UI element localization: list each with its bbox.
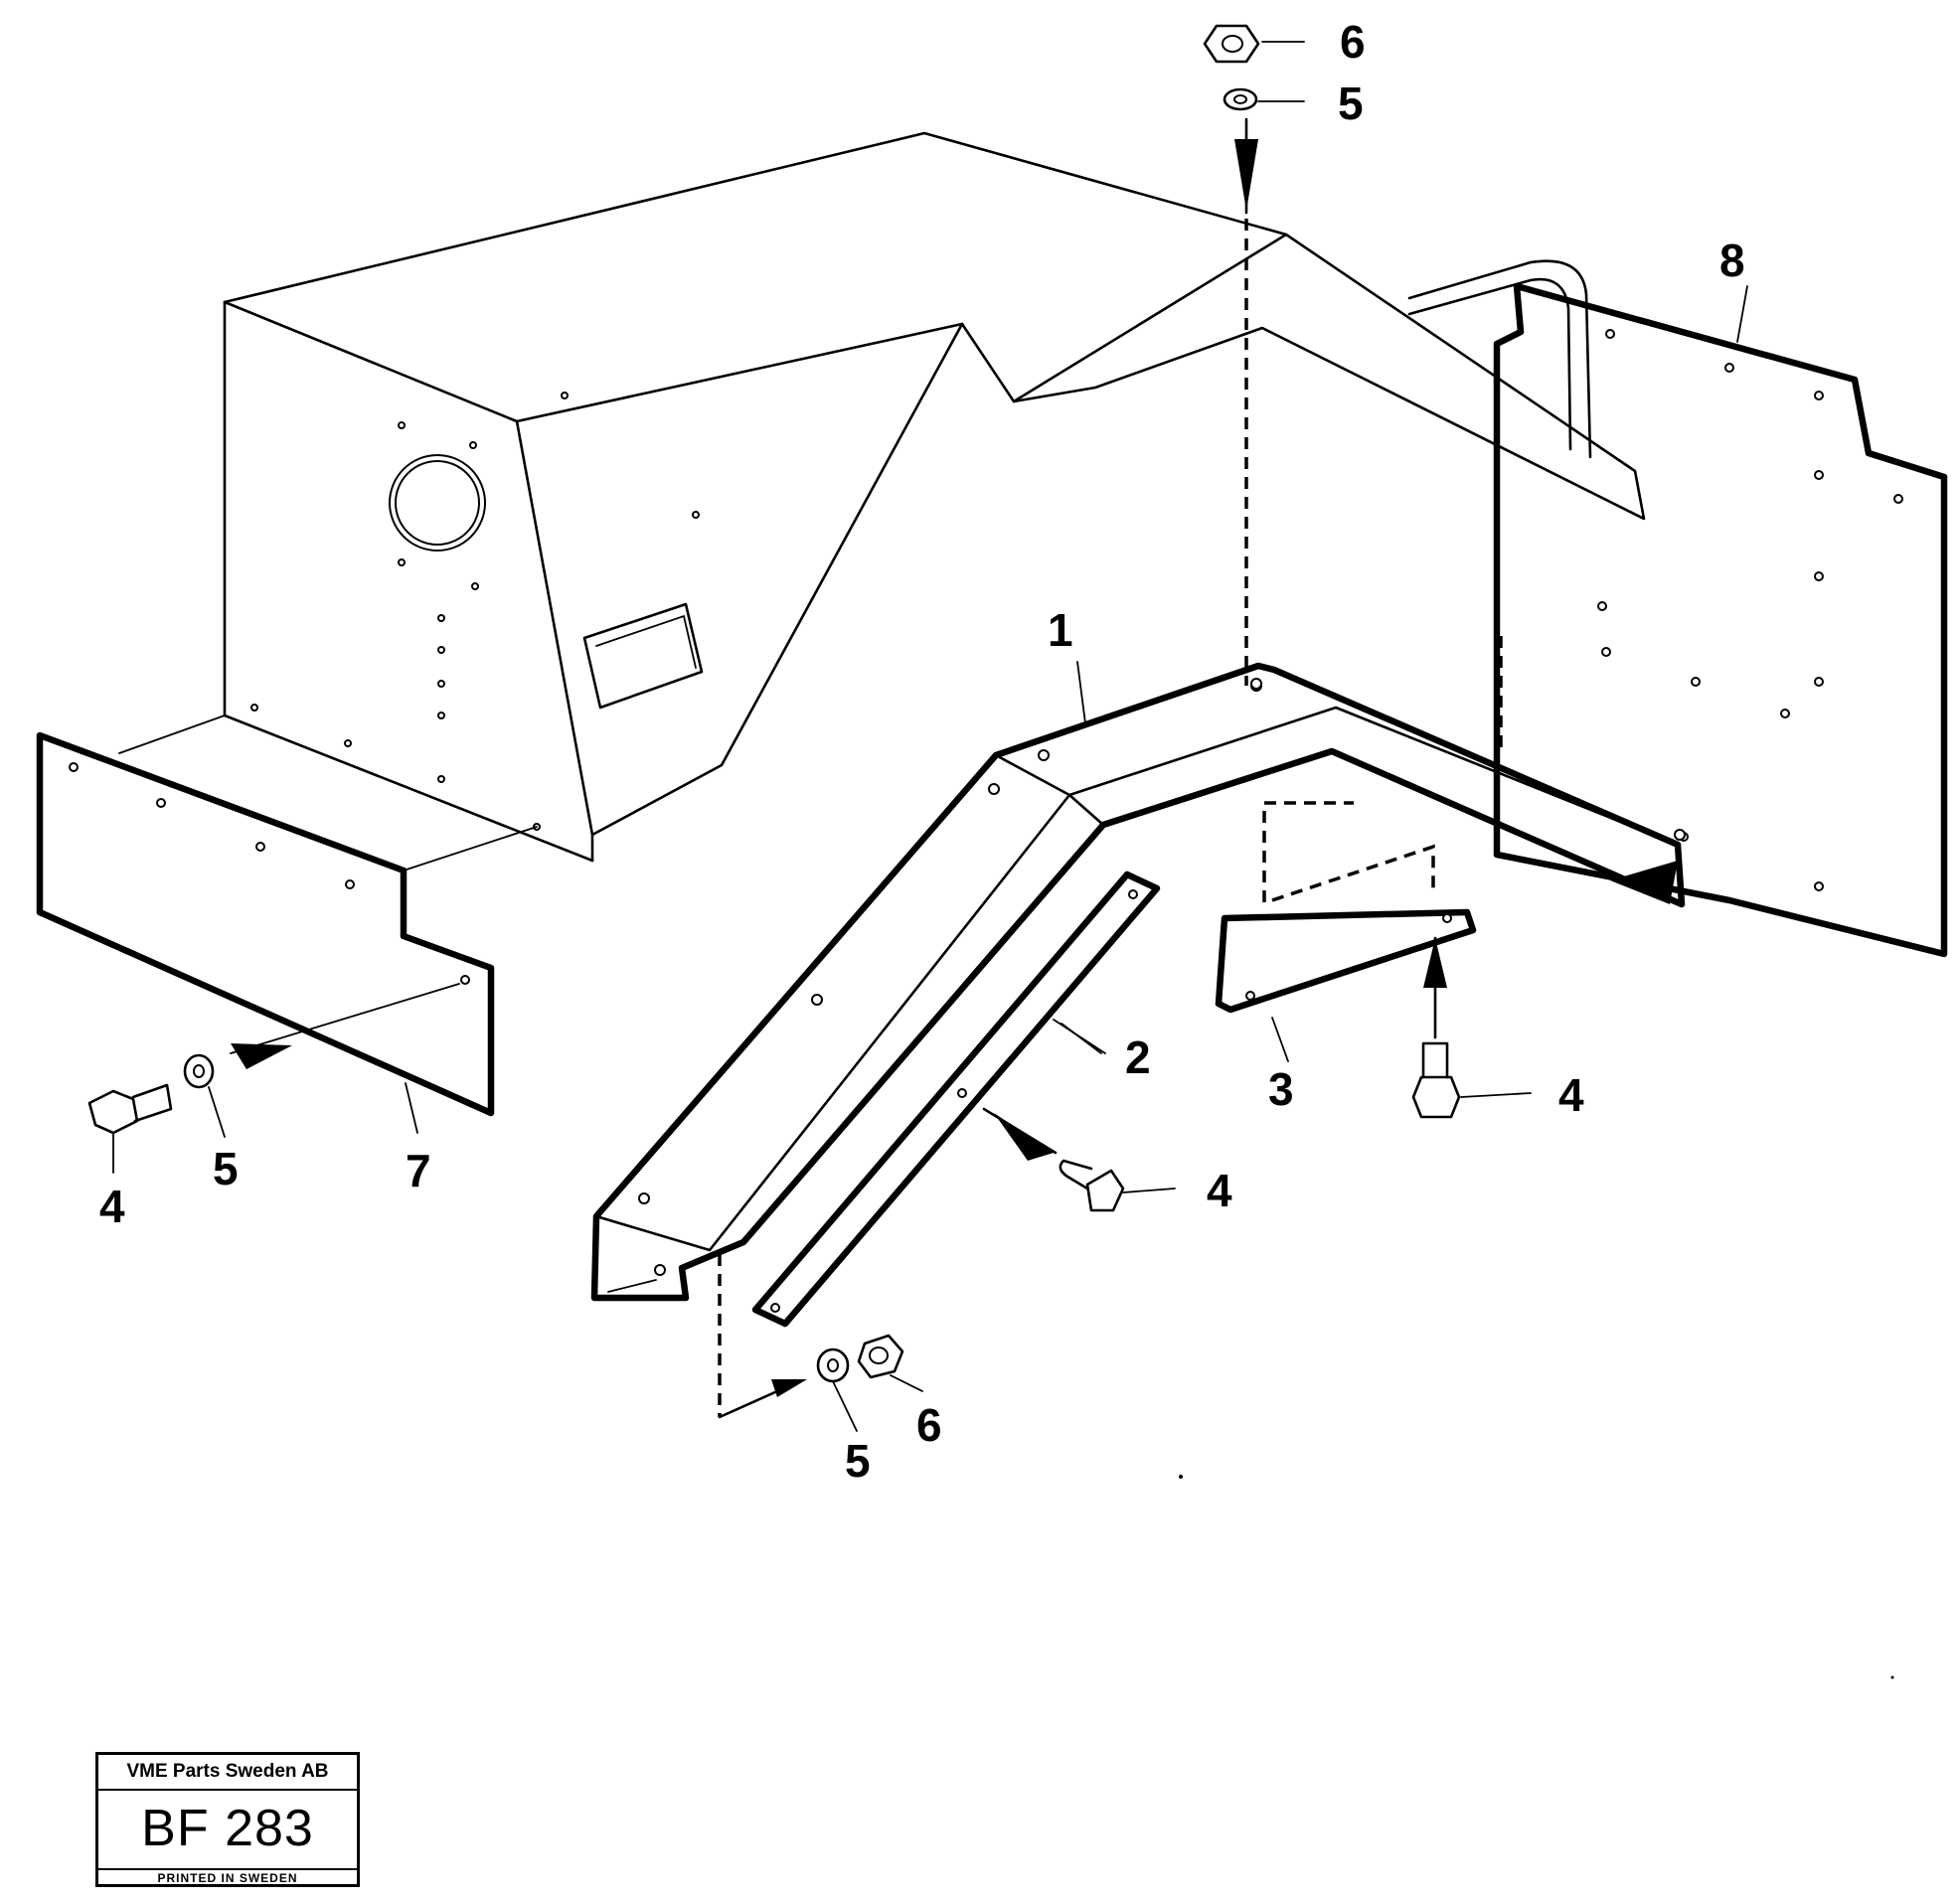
- callout-6-top: 6: [1340, 16, 1366, 68]
- callout-5-bottom: 5: [845, 1435, 871, 1487]
- callout-2: 2: [1125, 1031, 1151, 1083]
- callout-4-center: 4: [1207, 1165, 1232, 1216]
- part-8-side-plate: [1407, 259, 1948, 958]
- part-1-channel-bracket: [590, 662, 1686, 1302]
- housing-bolt-holes: [250, 392, 700, 831]
- title-block: VME Parts Sweden AB BF 283 PRINTED IN SW…: [95, 1752, 360, 1887]
- callout-4-right: 4: [1558, 1069, 1584, 1121]
- callout-4-left: 4: [99, 1181, 125, 1232]
- callout-1: 1: [1048, 604, 1073, 656]
- part-callouts: 6 5 8 1 2 3 4 4 4 5 7 5 6: [99, 16, 1745, 1487]
- callout-leader-lines: [112, 41, 1748, 1432]
- callout-5-top: 5: [1338, 78, 1364, 129]
- part-2-flat-bar: [751, 871, 1161, 1328]
- part-7-front-plate: [36, 714, 538, 1117]
- callout-7: 7: [406, 1145, 431, 1196]
- drawing-reference: BF 283: [98, 1789, 357, 1870]
- callout-5-left: 5: [213, 1143, 239, 1194]
- printed-notice: PRINTED IN SWEDEN: [157, 1871, 298, 1885]
- part-3-strap: [1215, 801, 1477, 1014]
- engine-hood-housing: [223, 131, 1646, 863]
- callout-6-bottom: 6: [916, 1399, 942, 1451]
- callout-8: 8: [1719, 235, 1745, 286]
- company-name: VME Parts Sweden AB: [98, 1755, 357, 1791]
- callout-3: 3: [1268, 1063, 1294, 1115]
